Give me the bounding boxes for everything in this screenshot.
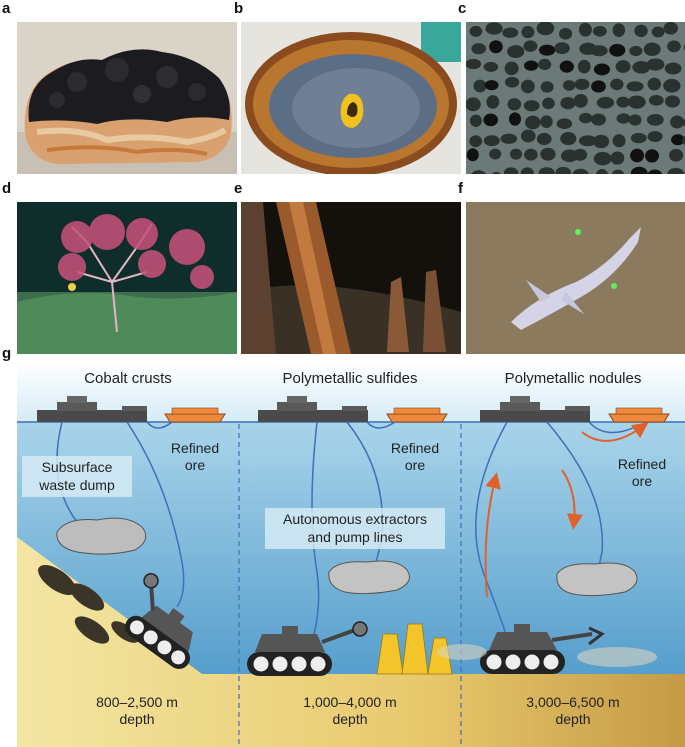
depth-cobalt-line2: depth	[119, 710, 155, 727]
waste-dump-line2: waste dump	[39, 476, 115, 493]
photo-deep-sea-fish	[466, 202, 685, 354]
pipe-2a	[311, 421, 320, 643]
refined-ore-2-line2: ore	[404, 456, 426, 473]
pipe-1c	[146, 421, 173, 429]
waste-dump-label: Subsurface waste dump	[22, 456, 132, 497]
mining-diagram: Cobalt crusts Polymetallic sulfides Poly…	[17, 362, 685, 747]
waste-cloud-3	[556, 562, 638, 597]
depth-label-cobalt: 800–2,500 m depth	[37, 694, 237, 728]
section-title-sulfides: Polymetallic sulfides	[282, 370, 418, 387]
crawler-2	[247, 621, 368, 676]
waste-cloud-1	[56, 517, 147, 555]
panel-label-d: d	[2, 180, 12, 197]
refined-ore-label-2: Refined ore	[380, 440, 450, 474]
sulfide-chimneys	[376, 623, 453, 675]
arrow-up	[484, 472, 501, 598]
crawler-1	[125, 573, 193, 669]
depth-sulfides-line1: 1,000–4,000 m	[303, 694, 397, 710]
waste-cloud-2	[328, 560, 410, 595]
panel-label-c: c	[458, 0, 467, 17]
photo-nodule-field	[466, 22, 685, 174]
ship-1	[37, 396, 226, 423]
section-title-nodules: Polymetallic nodules	[504, 370, 642, 387]
extractors-line1: Autonomous extractors	[283, 511, 427, 527]
panel-label-b: b	[234, 0, 244, 17]
arrow-barge	[581, 422, 649, 442]
crust-pit-4	[111, 621, 139, 643]
depth-nodules-line1: 3,000–6,500 m	[526, 694, 620, 710]
refined-ore-label-1: Refined ore	[160, 440, 230, 474]
crawler-3	[480, 624, 605, 674]
depth-label-nodules: 3,000–6,500 m depth	[461, 694, 685, 728]
waste-dump-line1: Subsurface	[41, 459, 113, 475]
depth-nodules-line2: depth	[555, 710, 591, 727]
extractors-line2: and pump lines	[307, 528, 403, 545]
panel-label-f: f	[458, 180, 463, 197]
ship-2	[258, 396, 448, 423]
panel-label-e: e	[234, 180, 243, 197]
refined-ore-3-line1: Refined	[617, 456, 667, 472]
arrow-down	[561, 469, 583, 530]
depth-sulfides-line2: depth	[332, 710, 368, 727]
refined-ore-1-line1: Refined	[170, 440, 220, 456]
photo-cobalt-crust	[17, 22, 237, 174]
panel-label-g: g	[2, 345, 12, 362]
extractors-label: Autonomous extractors and pump lines	[265, 508, 445, 549]
pipe-2c	[366, 421, 396, 429]
photo-coral	[17, 202, 237, 354]
depth-label-sulfides: 1,000–4,000 m depth	[239, 694, 461, 728]
photo-sulfide-chimney	[241, 22, 461, 174]
seabed	[17, 537, 685, 747]
crust-pit-2	[69, 583, 105, 611]
panel-label-a: a	[2, 0, 11, 17]
crust-pit-1	[38, 564, 76, 596]
pipe-3a	[475, 421, 508, 638]
refined-ore-label-3: Refined ore	[607, 456, 677, 490]
ship-3	[480, 396, 670, 423]
pipe-1b	[126, 421, 185, 608]
photo-hydrothermal-chimneys	[241, 202, 461, 354]
section-title-cobalt: Cobalt crusts	[84, 370, 172, 387]
refined-ore-2-line1: Refined	[390, 440, 440, 456]
depth-cobalt-line1: 800–2,500 m	[96, 694, 178, 710]
refined-ore-3-line2: ore	[631, 472, 653, 489]
refined-ore-1-line2: ore	[184, 456, 206, 473]
crust-pit-3	[74, 616, 110, 644]
